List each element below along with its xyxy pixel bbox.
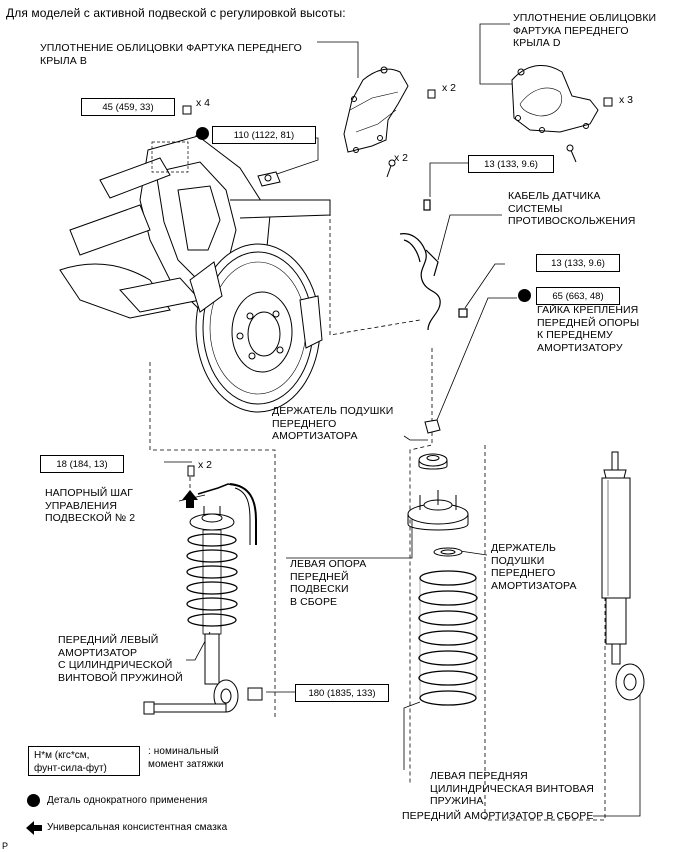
- label-cushion-holder-mid: ДЕРЖАТЕЛЬ ПОДУШКИ ПЕРЕДНЕГО АМОРТИЗАТОРА: [491, 542, 577, 592]
- brake-disc-shape: [189, 243, 323, 413]
- label-cushion-holder-top: ДЕРЖАТЕЛЬ ПОДУШКИ ПЕРЕДНЕГО АМОРТИЗАТОРА: [272, 405, 394, 442]
- torque-box-45: 45 (459, 33): [81, 98, 175, 116]
- footer-code: P: [2, 841, 9, 851]
- torque-box-65: 65 (663, 48): [536, 287, 620, 305]
- upper-support-shape: [407, 490, 469, 557]
- page-title: Для моделей с активной подвеской с регул…: [6, 6, 346, 20]
- label-coil-spring: ЛЕВАЯ ПЕРЕДНЯЯ ЦИЛИНДРИЧЕСКАЯ ВИНТОВАЯ П…: [430, 770, 594, 807]
- sensor-cable-shape: [399, 199, 468, 331]
- legend-non-reusable-icon: [27, 794, 40, 807]
- non-reusable-dot-110: [196, 127, 209, 140]
- label-sensor-cable: КАБЕЛЬ ДАТЧИКА СИСТЕМЫ ПРОТИВОСКОЛЬЖЕНИЯ: [508, 190, 636, 227]
- label-pressure-step: НАПОРНЫЙ ШАГ УПРАВЛЕНИЯ ПОДВЕСКОЙ № 2: [45, 487, 136, 524]
- torque-box-110: 110 (1122, 81): [212, 126, 316, 144]
- label-shock-assy: ПЕРЕДНИЙ АМОРТИЗАТОР В СБОРЕ: [402, 810, 594, 822]
- multiplier-nut: x 2: [198, 459, 213, 471]
- legend-unit-box: Н*м (кгс*см, фунт-сила-фут): [28, 746, 140, 776]
- multiplier-seal-b-top: x 2: [442, 82, 457, 94]
- grease-arrow: [182, 490, 198, 508]
- fender-seal-b-shape: [343, 66, 436, 178]
- label-support-assy: ЛЕВАЯ ОПОРА ПЕРЕДНЕЙ ПОДВЕСКИ В СБОРЕ: [290, 558, 367, 608]
- non-reusable-dot-65: [518, 289, 531, 302]
- shock-with-spring-shape: [143, 465, 263, 715]
- torque-box-18: 18 (184, 13): [40, 455, 124, 473]
- torque-box-13b: 13 (133, 9.6): [536, 254, 620, 272]
- torque-box-13a: 13 (133, 9.6): [468, 155, 554, 173]
- label-fender-seal-b: УПЛОТНЕНИЕ ОБЛИЦОВКИ ФАРТУКА ПЕРЕДНЕГО К…: [40, 42, 302, 67]
- label-fender-seal-d: УПЛОТНЕНИЕ ОБЛИЦОВКИ ФАРТУКА ПЕРЕДНЕГО К…: [513, 12, 657, 49]
- shock-assy-shape: [601, 451, 645, 701]
- coil-spring-shape: [418, 570, 478, 706]
- label-shock-with-spring: ПЕРЕДНИЙ ЛЕВЫЙ АМОРТИЗАТОР С ЦИЛИНДРИЧЕС…: [58, 634, 183, 684]
- fender-seal-d-shape: [511, 65, 613, 163]
- multiplier-x4: x 4: [196, 97, 211, 109]
- legend-non-reusable: Деталь однократного применения: [47, 795, 208, 806]
- legend-grease-arrow-icon: [26, 821, 42, 835]
- torque-box-180: 180 (1835, 133): [295, 684, 389, 702]
- multiplier-seal-b-bottom: x 2: [394, 152, 409, 164]
- legend-unit-desc: : номинальный момент затяжки: [148, 746, 224, 770]
- multiplier-seal-d: x 3: [619, 94, 634, 106]
- label-upper-nut: ГАЙКА КРЕПЛЕНИЯ ПЕРЕДНЕЙ ОПОРЫ К ПЕРЕДНЕ…: [537, 304, 640, 354]
- legend-grease: Универсальная консистентная смазка: [47, 822, 228, 833]
- upper-nut-shape: [418, 419, 448, 470]
